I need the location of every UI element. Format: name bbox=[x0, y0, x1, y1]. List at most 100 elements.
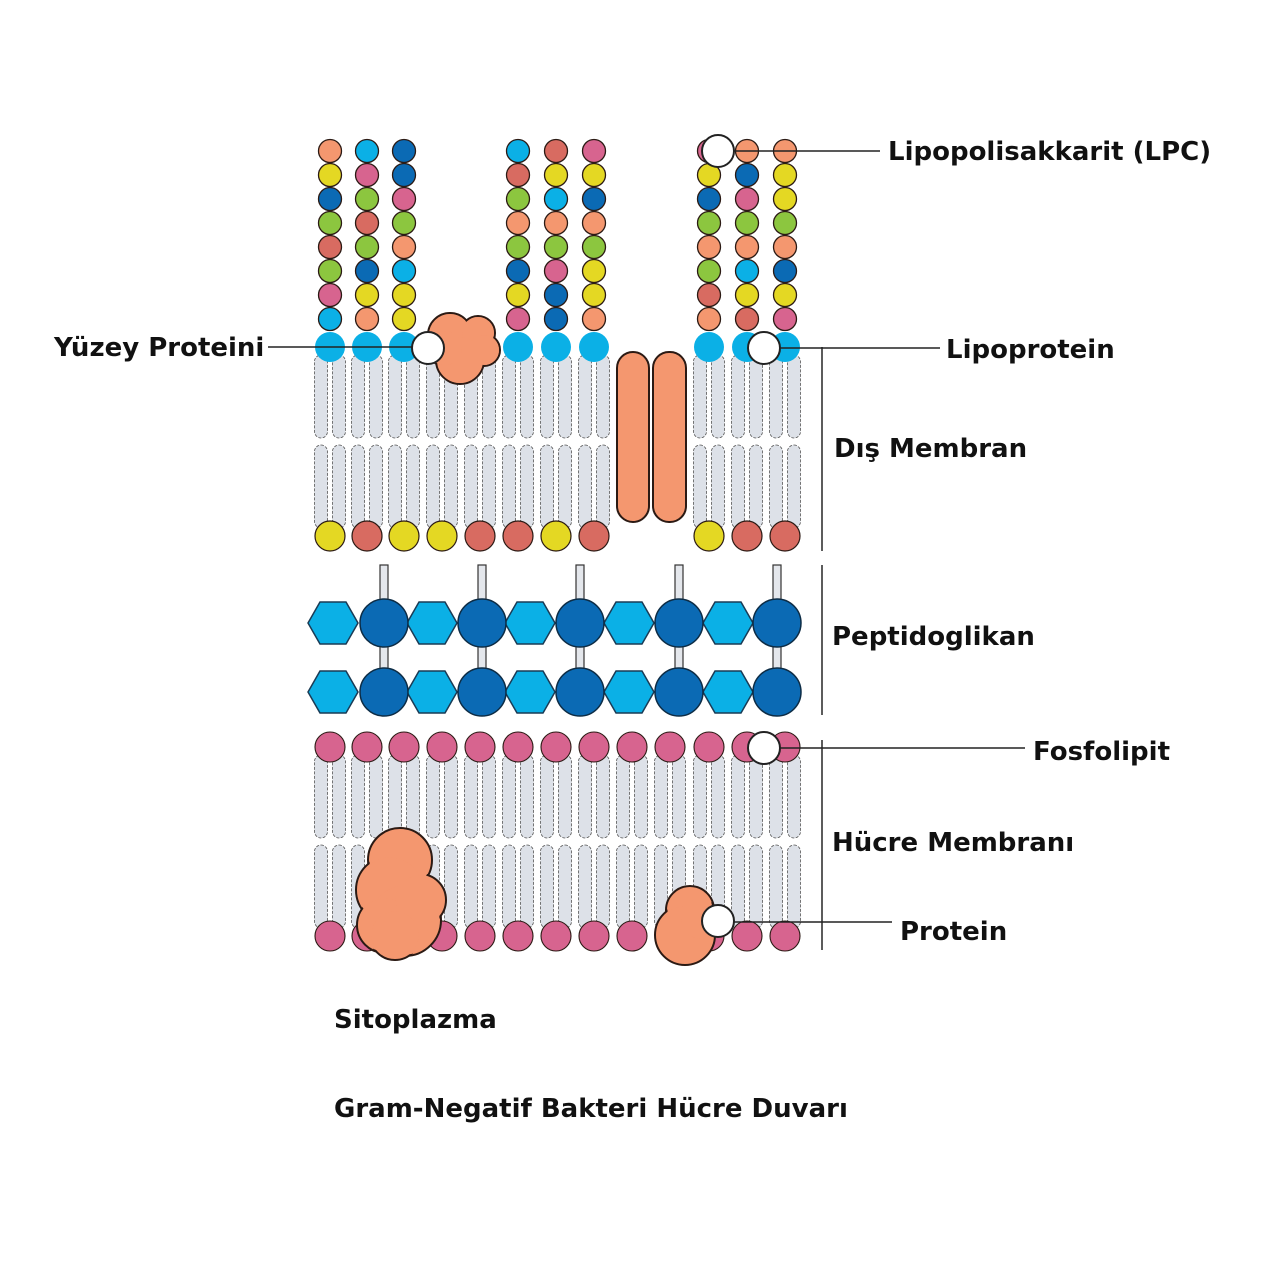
lps-sugar-bead bbox=[317, 282, 343, 308]
phospholipid-head-outer bbox=[578, 731, 610, 763]
lipid-tail bbox=[332, 354, 346, 439]
phospholipid-head-inner bbox=[502, 920, 534, 952]
lps-sugar-bead bbox=[317, 138, 343, 164]
lps-sugar-bead bbox=[543, 282, 569, 308]
lps-sugar-bead bbox=[505, 258, 531, 284]
phospholipid-head-outer bbox=[540, 731, 572, 763]
lps-sugar-bead bbox=[696, 210, 722, 236]
lps-sugar-bead bbox=[543, 306, 569, 332]
lps-sugar-bead bbox=[505, 282, 531, 308]
diagram-title: Gram-Negatif Bakteri Hücre Duvarı bbox=[334, 1094, 848, 1124]
lps-sugar-bead bbox=[391, 210, 417, 236]
peptide-crosslink bbox=[477, 564, 487, 601]
lipid-tail bbox=[749, 754, 763, 839]
lps-sugar-bead bbox=[581, 162, 607, 188]
lipid-tail bbox=[558, 444, 572, 529]
peptide-crosslink bbox=[674, 564, 684, 601]
lps-sugar-bead bbox=[772, 306, 798, 332]
phospholipid-head-inner bbox=[464, 920, 496, 952]
lps-sugar-bead bbox=[391, 306, 417, 332]
lps-sugar-bead bbox=[772, 282, 798, 308]
lipid-tail bbox=[540, 354, 554, 439]
lps-sugar-bead bbox=[543, 162, 569, 188]
lipid-tail bbox=[693, 354, 707, 439]
lipid-tail bbox=[731, 754, 745, 839]
nam-sugar-circle bbox=[359, 667, 409, 717]
phospholipid-head-outer bbox=[502, 731, 534, 763]
lipid-tail bbox=[406, 444, 420, 529]
outer-membrane-inner-head bbox=[540, 520, 572, 552]
lps-sugar-bead bbox=[354, 306, 380, 332]
lps-sugar-bead bbox=[391, 162, 417, 188]
lps-sugar-bead bbox=[543, 186, 569, 212]
phospholipid-head-outer bbox=[616, 731, 648, 763]
lipid-tail bbox=[578, 354, 592, 439]
lps-sugar-bead bbox=[505, 210, 531, 236]
lipid-tail bbox=[616, 844, 630, 929]
label-cytoplasm: Sitoplazma bbox=[334, 1005, 497, 1035]
nag-sugar-hexagon bbox=[603, 670, 655, 714]
lps-sugar-bead bbox=[734, 210, 760, 236]
nag-sugar-hexagon bbox=[702, 601, 754, 645]
lps-sugar-bead bbox=[696, 234, 722, 260]
lipoprotein-pointer-marker bbox=[747, 331, 781, 365]
lipid-tail bbox=[616, 754, 630, 839]
lipid-tail bbox=[596, 444, 610, 529]
lipid-tail bbox=[520, 354, 534, 439]
lipid-tail bbox=[578, 844, 592, 929]
lipid-tail bbox=[388, 354, 402, 439]
lps-sugar-bead bbox=[581, 138, 607, 164]
lps-sugar-bead bbox=[317, 258, 343, 284]
lipid-tail bbox=[693, 444, 707, 529]
membrane-protein-fill bbox=[371, 911, 419, 959]
lipid-tail bbox=[369, 444, 383, 529]
outer-membrane-inner-head bbox=[426, 520, 458, 552]
nam-sugar-circle bbox=[555, 598, 605, 648]
lipid-tail bbox=[654, 844, 668, 929]
lipid-tail bbox=[369, 354, 383, 439]
nam-sugar-circle bbox=[457, 598, 507, 648]
lps-sugar-bead bbox=[317, 210, 343, 236]
lipid-tail bbox=[520, 444, 534, 529]
lps-sugar-bead bbox=[505, 186, 531, 212]
nam-sugar-circle bbox=[457, 667, 507, 717]
phospholipid-head-outer bbox=[351, 731, 383, 763]
lipid-tail bbox=[482, 754, 496, 839]
lps-sugar-bead bbox=[354, 186, 380, 212]
phospholipid-head-outer bbox=[693, 731, 725, 763]
peptide-crosslink bbox=[379, 564, 389, 601]
lipid-tail bbox=[388, 444, 402, 529]
lipid-tail bbox=[464, 844, 478, 929]
lps-sugar-bead bbox=[505, 138, 531, 164]
lps-sugar-bead bbox=[581, 234, 607, 260]
lps-sugar-bead bbox=[734, 282, 760, 308]
nam-sugar-circle bbox=[654, 598, 704, 648]
lps-pointer-marker bbox=[701, 134, 735, 168]
nag-sugar-hexagon bbox=[307, 670, 359, 714]
lps-sugar-bead bbox=[734, 234, 760, 260]
nag-sugar-hexagon bbox=[504, 601, 556, 645]
phospholipid-head-outer bbox=[464, 731, 496, 763]
lps-sugar-bead bbox=[734, 306, 760, 332]
lps-sugar-bead bbox=[354, 138, 380, 164]
lipid-tail bbox=[731, 354, 745, 439]
outer-membrane-inner-head bbox=[464, 520, 496, 552]
lipid-tail bbox=[749, 844, 763, 929]
lipid-tail bbox=[711, 444, 725, 529]
lps-sugar-bead bbox=[505, 234, 531, 260]
lps-sugar-bead bbox=[317, 234, 343, 260]
lipid-tail bbox=[540, 444, 554, 529]
lipid-tail bbox=[540, 754, 554, 839]
lipid-tail bbox=[502, 354, 516, 439]
lipid-tail bbox=[314, 444, 328, 529]
lipid-tail bbox=[787, 444, 801, 529]
outer-membrane-inner-head bbox=[314, 520, 346, 552]
lipid-a-head bbox=[541, 332, 571, 362]
peptide-crosslink bbox=[674, 644, 684, 671]
lipid-tail bbox=[388, 754, 402, 839]
lipid-tail bbox=[731, 844, 745, 929]
lps-sugar-bead bbox=[543, 258, 569, 284]
lipid-tail bbox=[426, 444, 440, 529]
lipid-tail bbox=[520, 754, 534, 839]
